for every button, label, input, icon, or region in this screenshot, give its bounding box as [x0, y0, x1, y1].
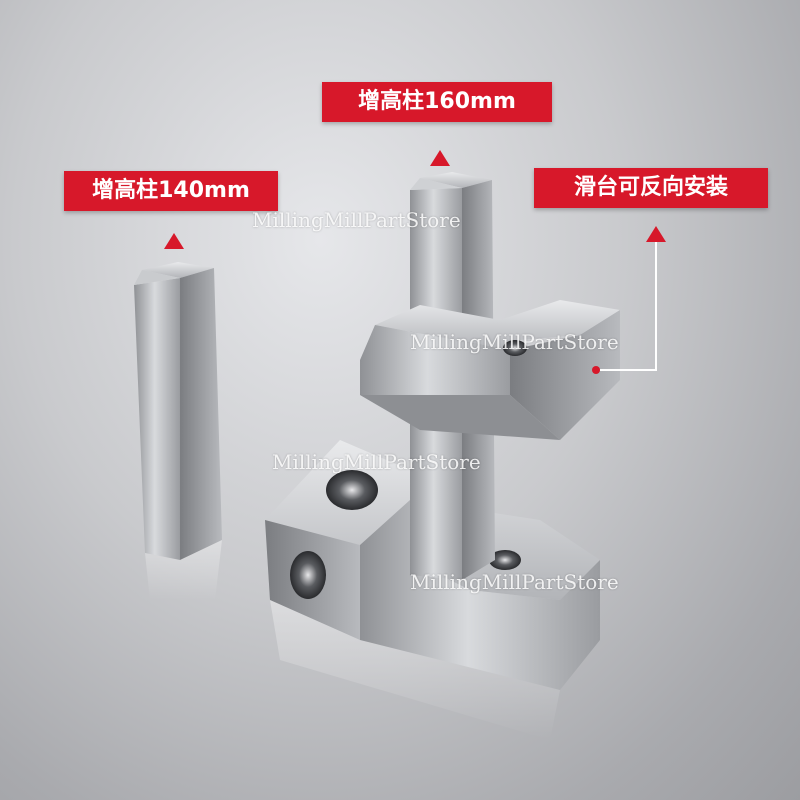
label-slide-reversible: 滑台可反向安装 — [534, 168, 768, 208]
mounting-hole-side — [290, 551, 326, 599]
watermark-text: MillingMillPartStore — [410, 570, 619, 594]
pointer-triangle-icon — [430, 150, 450, 166]
mounting-hole-top — [326, 470, 378, 510]
mounting-hole-rear — [489, 550, 521, 570]
pointer-triangle-icon — [646, 226, 666, 242]
watermark-text: MillingMillPartStore — [272, 450, 481, 474]
label-riser-160: 增高柱160mm — [322, 82, 552, 122]
slide-marker-dot — [592, 366, 600, 374]
leader-line — [600, 242, 657, 371]
riser-column-140 — [134, 262, 222, 600]
slide-table — [360, 300, 620, 440]
pointer-triangle-icon — [164, 233, 184, 249]
slide-hole — [503, 340, 527, 356]
label-riser-140: 增高柱140mm — [64, 171, 278, 211]
watermark-text: MillingMillPartStore — [410, 330, 619, 354]
watermark-text: MillingMillPartStore — [252, 208, 461, 232]
